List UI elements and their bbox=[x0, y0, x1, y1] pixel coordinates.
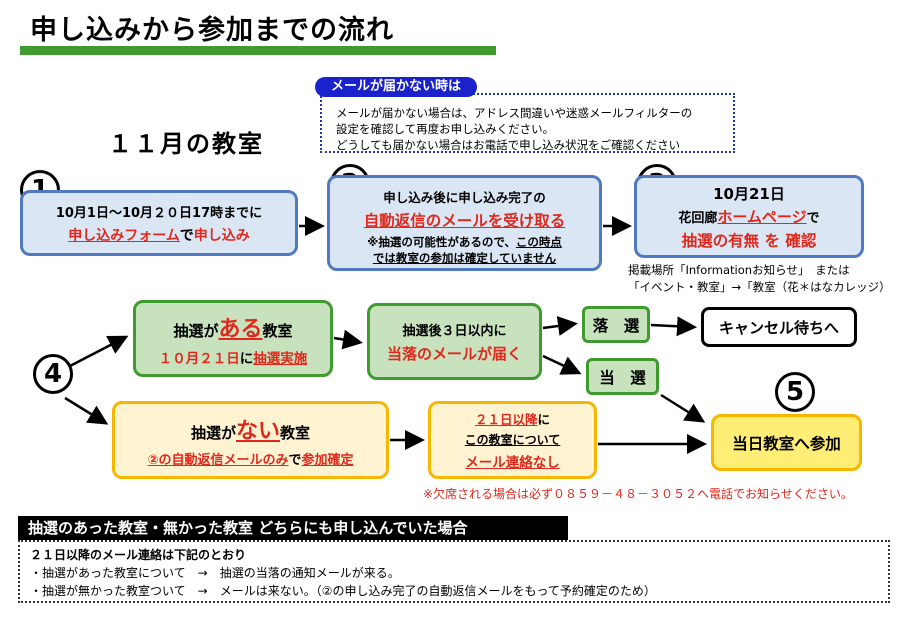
step-number-5: 5 bbox=[775, 372, 815, 412]
lose-box: 落 選 bbox=[582, 306, 650, 343]
arrow-win-to-attend bbox=[660, 393, 706, 423]
posting-location: 掲載場所「Informationお知らせ」 または 「イベント・教室」→「教室（… bbox=[628, 262, 891, 296]
step3-box: 10月21日 花回廊ホームページで 抽選の有無 を 確認 bbox=[634, 175, 864, 258]
step2-auto-reply: 自動返信のメールを受け取る bbox=[363, 211, 566, 230]
step3-place: 花回廊 bbox=[678, 210, 718, 226]
bottom-line-2: ・抽選があった教室について → 抽選の当落の通知メールが来る。 bbox=[30, 566, 400, 580]
arrow-yes-to-mail bbox=[333, 329, 363, 350]
arrow-4-to-no bbox=[64, 396, 109, 425]
result-mail-box: 抽選後３日以内に 当落のメールが届く bbox=[367, 303, 542, 380]
step3-date: 10月21日 bbox=[713, 184, 785, 203]
mail-notice-box: メールが届かない場合は、アドレス間違いや迷惑メールフィルターの 設定を確認して再… bbox=[320, 93, 735, 153]
lottery-no-emphasis: ない bbox=[235, 418, 280, 444]
lottery-no-box: 抽選がない教室 ②の自動返信メールのみで参加確定 bbox=[112, 401, 389, 479]
month-label: １１月の教室 bbox=[108, 130, 264, 158]
lottery-no-confirmed: 参加確定 bbox=[301, 452, 354, 468]
no-mail-line2: この教室について bbox=[464, 433, 561, 447]
step2-note-b: この時点 bbox=[515, 234, 562, 249]
bottom-header: 抽選のあった教室・無かった教室 どちらにも申し込んでいた場合 bbox=[18, 516, 568, 540]
step3-de: で bbox=[806, 210, 820, 226]
step1-de: で bbox=[179, 227, 194, 244]
step2-note-a: ※抽選の可能性があるので、 bbox=[367, 234, 516, 249]
absence-note: ※欠席される場合は必ず０８５９－４８－３０５２へ電話でお知らせください。 bbox=[423, 487, 853, 501]
attend-box: 当日教室へ参加 bbox=[711, 414, 862, 471]
lottery-ni: に bbox=[239, 350, 254, 367]
page-title: 申し込みから参加までの流れ bbox=[30, 15, 394, 46]
lottery-no-a: 抽選が bbox=[190, 423, 236, 442]
arrow-4-to-yes bbox=[69, 335, 129, 368]
no-mail-after21: ２１日以降 bbox=[474, 412, 538, 427]
lottery-no-auto-reply: ②の自動返信メールのみ bbox=[147, 452, 289, 468]
no-mail-box: ２１日以降に この教室について メール連絡なし bbox=[428, 401, 597, 479]
posting-line-1: 掲載場所「Informationお知らせ」 または bbox=[628, 263, 850, 277]
arrow-lose-to-waitlist bbox=[650, 316, 697, 337]
step2-note-line4: では教室の参加は確定していません bbox=[372, 250, 557, 265]
title-underline bbox=[20, 46, 496, 55]
bottom-box: ２１日以降のメール連絡は下記のとおり ・抽選があった教室について → 抽選の当落… bbox=[18, 540, 890, 603]
step1-box: 10月1日～10月２０日17時までに 申し込みフォームで申し込み bbox=[20, 190, 298, 256]
lottery-yes-emphasis: ある bbox=[218, 316, 263, 342]
arrow-mail-to-lose bbox=[542, 316, 578, 336]
notice-line-1: メールが届かない場合は、アドレス間違いや迷惑メールフィルターの bbox=[336, 106, 693, 120]
homepage-link[interactable]: ホームページ bbox=[717, 207, 807, 226]
lottery-date: １０月２１日 bbox=[158, 350, 240, 367]
notice-line-2: 設定を確認して再度お申し込みください。 bbox=[336, 122, 555, 136]
lottery-yes-a: 抽選が bbox=[173, 321, 219, 340]
bottom-line-1: ２１日以降のメール連絡は下記のとおり bbox=[30, 548, 247, 562]
application-form-link[interactable]: 申し込みフォーム bbox=[68, 227, 180, 244]
posting-line-2: 「イベント・教室」→「教室（花＊はなカレッジ） bbox=[628, 280, 891, 294]
result-mail-line1: 抽選後３日以内に bbox=[402, 323, 507, 339]
waitlist-box: キャンセル待ちへ bbox=[701, 307, 857, 347]
step3-check: 抽選の有無 を 確認 bbox=[681, 231, 817, 250]
lottery-held: 抽選実施 bbox=[253, 350, 308, 367]
no-mail-ni: に bbox=[537, 412, 551, 427]
win-box: 当 選 bbox=[586, 358, 659, 395]
step1-date: 10月1日～10月２０日17時までに bbox=[55, 205, 263, 221]
notice-line-3: どうしても届かない場合はお電話で申し込み状況をご確認ください bbox=[336, 138, 681, 152]
bottom-line-3: ・抽選が無かった教室ついて → メールは来ない。（②の申し込み完了の自動返信メー… bbox=[30, 584, 656, 598]
step2-box: 申し込み後に申し込み完了の 自動返信のメールを受け取る ※抽選の可能性があるので… bbox=[327, 175, 602, 271]
lottery-no-de: で bbox=[288, 452, 302, 468]
arrow-mail-to-win bbox=[542, 354, 582, 375]
step-number-4: 4 bbox=[33, 354, 73, 394]
lottery-no-c: 教室 bbox=[280, 423, 311, 442]
step2-line1: 申し込み後に申し込み完了の bbox=[383, 189, 546, 205]
lottery-yes-box: 抽選がある教室 １０月２１日に抽選実施 bbox=[133, 300, 333, 377]
mail-notice-tag: メールが届かない時は bbox=[315, 77, 477, 97]
no-mail-line3: メール連絡なし bbox=[465, 455, 560, 471]
result-mail-line2: 当落のメールが届く bbox=[386, 344, 522, 363]
lottery-yes-c: 教室 bbox=[262, 321, 293, 340]
step1-action: 申し込み bbox=[193, 227, 250, 244]
